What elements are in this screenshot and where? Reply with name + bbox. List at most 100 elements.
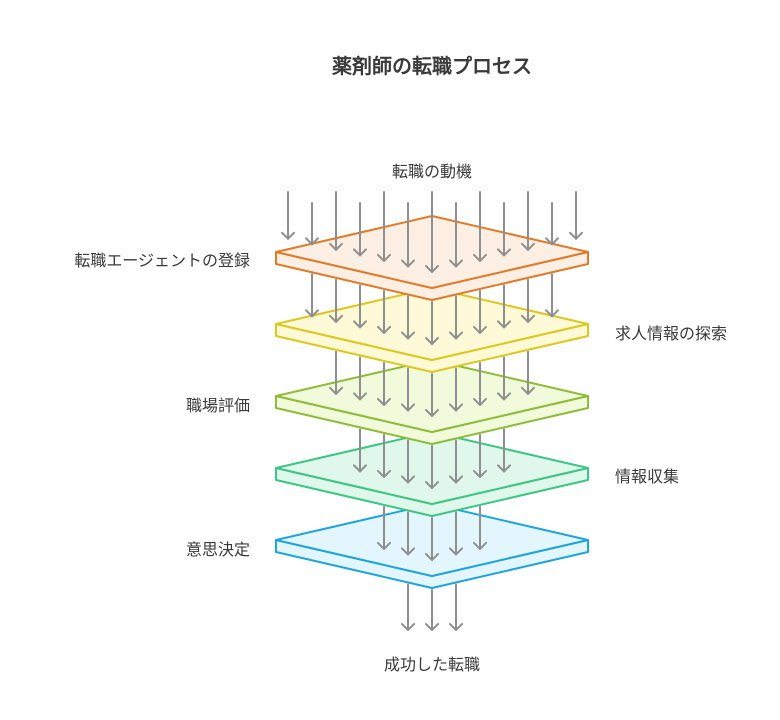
down-arrow-icon [425,301,439,346]
arrow-head [353,320,367,329]
arrow-head [473,469,487,479]
arrow-head [497,320,511,329]
arrow-head [401,403,415,412]
down-arrow-icon [377,505,391,551]
down-arrow-icon [401,202,415,268]
arrow-head [497,392,511,401]
down-arrow-icon [449,202,463,268]
arrow-head [473,253,487,263]
arrow-head [473,541,487,551]
down-arrow-icon [329,350,343,396]
down-arrow-icon [497,356,511,401]
down-arrow-icon [497,284,511,329]
down-arrow-icon [473,289,487,335]
layer-label-2: 求人情報の探索 [615,324,728,343]
down-arrow-icon [329,191,343,252]
arrow-head [353,248,367,257]
down-arrow-icon [425,589,439,632]
arrow-head [401,547,415,556]
down-arrow-icon [425,517,439,562]
down-arrow-icon [473,361,487,407]
arrow-head [401,259,415,268]
down-arrow-icon [329,278,343,324]
arrow-head [305,309,319,318]
bottom-label: 成功した転職 [383,655,480,674]
arrow-head [377,541,391,551]
down-arrow-icon [449,367,463,412]
down-arrow-icon [473,433,487,479]
top-label: 転職の動機 [391,162,472,181]
down-arrow-icon [401,439,415,484]
down-arrow-icon [281,191,295,241]
arrow-head [569,231,583,241]
down-arrow-icon [305,202,319,246]
down-arrow-icon [425,373,439,418]
down-arrow-icon [377,433,391,479]
arrow-head [377,397,391,407]
down-arrow-icon [401,367,415,412]
down-arrow-icon [305,273,319,318]
arrow-head [425,409,439,418]
arrow-head [425,265,439,274]
down-arrow-icon [545,202,559,246]
down-arrow-icon [377,361,391,407]
arrow-head [473,397,487,407]
down-arrow-icon [569,191,583,241]
down-arrow-icon [401,295,415,340]
arrow-head [449,403,463,412]
down-arrow-icon [449,583,463,632]
arrow-head [281,231,295,241]
layer-label-4: 情報収集 [615,467,680,486]
down-arrow-icon [521,278,535,324]
down-arrow-icon [425,445,439,490]
down-arrow-icon [497,428,511,473]
arrow-head [521,314,535,324]
down-arrow-icon [473,505,487,551]
down-arrow-icon [425,191,439,274]
arrow-head [401,475,415,484]
arrow-head [449,547,463,556]
arrow-head [329,386,343,396]
arrow-head [449,331,463,340]
layer-label-5: 意思決定 [185,540,250,559]
arrow-head [545,309,559,318]
down-arrow-icon [497,202,511,257]
arrow-head [473,325,487,335]
down-arrow-icon [449,439,463,484]
layer-label-3: 職場評価 [185,396,250,415]
down-arrow-icon [353,284,367,329]
down-arrow-icon [353,428,367,473]
arrow-head [377,469,391,479]
arrow-head [545,237,559,246]
down-arrow-icon [473,191,487,263]
arrow-head [353,464,367,473]
down-arrow-icon [377,191,391,263]
arrow-head [521,242,535,252]
down-arrow-icon [353,356,367,401]
arrow-head [329,314,343,324]
down-arrow-icon [449,295,463,340]
down-arrow-icon [521,350,535,396]
down-arrow-icon [401,511,415,556]
arrow-head [521,386,535,396]
down-arrow-icon [377,289,391,335]
arrow-head [305,237,319,246]
arrow-head [425,553,439,562]
down-arrow-icon [353,202,367,257]
arrow-head [377,325,391,335]
arrow-head [425,337,439,346]
arrow-head [401,331,415,340]
diagram-title: 薬剤師の転職プロセス [332,54,532,78]
arrow-head [377,253,391,263]
down-arrow-icon [545,273,559,318]
arrow-head [401,623,415,632]
arrow-head [353,392,367,401]
down-arrow-icon [449,511,463,556]
arrow-head [425,623,439,632]
arrow-head [497,248,511,257]
arrow-head [425,481,439,490]
down-arrow-icon [401,583,415,632]
layer-label-1: 転職エージェントの登録 [74,251,250,270]
arrow-head [449,475,463,484]
down-arrow-icon [521,191,535,252]
